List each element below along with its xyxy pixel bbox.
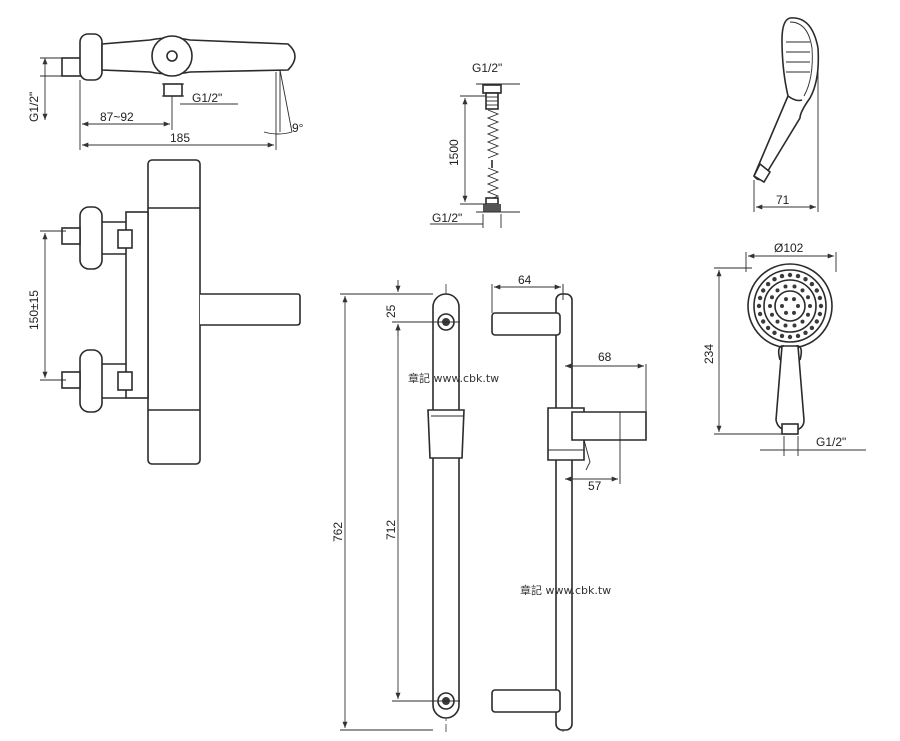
- nozzle-dot: [809, 281, 815, 287]
- nozzle-dot: [757, 311, 763, 317]
- nozzle-dot: [818, 303, 824, 309]
- watermark-upper: 章記 www.cbk.tw: [408, 371, 499, 385]
- nozzle-dot: [809, 325, 815, 331]
- mixer-side-thread-label: G1/2": [27, 92, 41, 122]
- bracket-64-label: 64: [518, 273, 532, 287]
- nozzle-dot: [768, 304, 772, 308]
- mixer-top-view: [61, 33, 296, 133]
- nozzle-dot: [761, 288, 766, 293]
- shower-hose: [430, 83, 520, 228]
- nozzle-dot: [814, 288, 819, 293]
- hose-length-label: 1500: [447, 139, 461, 166]
- length-762-label: 762: [331, 522, 345, 542]
- nozzle-dot: [817, 295, 823, 301]
- nozzle-dot: [784, 297, 788, 302]
- nozzle-dot: [795, 333, 801, 339]
- nozzle-dot: [806, 312, 810, 317]
- offset-25-label: 25: [384, 304, 398, 318]
- nozzle-dot: [775, 288, 780, 293]
- nozzle-dot: [772, 330, 777, 335]
- nozzle-dot: [784, 310, 788, 315]
- nozzle-dot: [792, 323, 797, 328]
- handshower-side-view: [752, 17, 820, 212]
- angle-9-label: 9°: [292, 121, 304, 135]
- handshower-length-label: 234: [702, 344, 716, 364]
- nozzle-dot: [772, 277, 777, 282]
- mixer-top-dimensions: [40, 57, 293, 150]
- nozzle-dot: [792, 310, 796, 315]
- nozzle-dot: [803, 277, 808, 282]
- mixer-outlet-thread-label: G1/2": [192, 91, 222, 105]
- holder-68-label: 68: [598, 350, 612, 364]
- nozzle-dot: [765, 281, 771, 287]
- nozzle-dot: [783, 323, 788, 328]
- nozzle-dot: [817, 311, 823, 317]
- nozzle-dot: [787, 272, 793, 278]
- nozzle-dot: [787, 334, 793, 340]
- nozzle-dot: [808, 304, 812, 308]
- nozzle-dot: [792, 297, 796, 302]
- rail-front-view: [427, 284, 465, 732]
- nozzle-dot: [775, 319, 780, 324]
- mixer-front-dimensions: [40, 230, 66, 381]
- hose-top-thread-label: G1/2": [472, 61, 502, 75]
- centers-712-label: 712: [384, 520, 398, 540]
- hose-bottom-thread-label: G1/2": [432, 211, 462, 225]
- nozzle-dot: [800, 288, 805, 293]
- width-185-label: 185: [170, 131, 190, 145]
- holder-57-label: 57: [588, 479, 602, 493]
- nozzle-dot: [803, 330, 808, 335]
- nozzle-dot: [795, 273, 801, 279]
- nozzle-dot: [814, 319, 819, 324]
- nozzle-dot: [765, 325, 771, 331]
- nozzle-dot: [770, 295, 774, 300]
- nozzle-dot: [800, 319, 805, 324]
- nozzle-dot: [779, 333, 785, 339]
- mixer-front-view: [61, 159, 301, 465]
- watermark-lower: 章記 www.cbk.tw: [520, 583, 611, 597]
- nozzle-dot: [792, 284, 797, 289]
- handshower-front-view: [714, 252, 866, 456]
- nozzle-dot: [806, 295, 810, 300]
- nozzle-dot: [761, 319, 766, 324]
- handshower-diameter-label: Ø102: [774, 241, 804, 255]
- nozzle-dot: [770, 312, 774, 317]
- span-87-92-label: 87~92: [100, 110, 134, 124]
- centers-150-label: 150±15: [27, 290, 41, 330]
- nozzle-dot: [756, 303, 762, 309]
- nozzle-dot: [796, 304, 800, 308]
- handshower-thread-label: G1/2": [816, 435, 846, 449]
- rail-front-dimensions: [340, 280, 460, 731]
- nozzle-dot: [783, 284, 788, 289]
- nozzle-dot: [757, 295, 763, 301]
- nozzle-dot: [779, 273, 785, 279]
- nozzle-dot: [780, 304, 784, 308]
- handshower-depth-label: 71: [776, 193, 790, 207]
- rail-side-view: [491, 284, 647, 732]
